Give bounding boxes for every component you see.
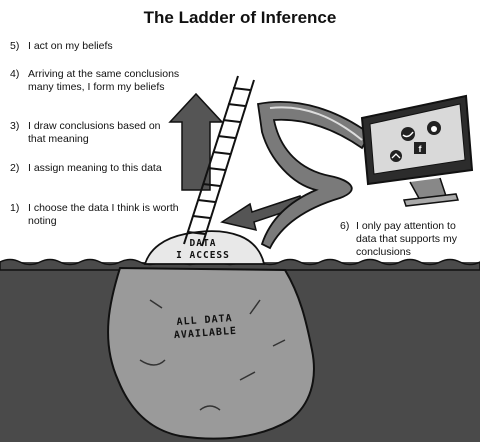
diagram-title: The Ladder of Inference	[143, 8, 337, 27]
reddit-icon	[427, 121, 441, 135]
facebook-icon: f	[414, 142, 426, 154]
data-accessed-label: DATA I ACCESS	[163, 238, 243, 262]
step-3-number: 3)	[10, 120, 20, 132]
step-3-text: I draw conclusions based on that meaning	[28, 120, 161, 145]
ice-mound	[143, 230, 266, 265]
data-label-line2: I ACCESS	[176, 250, 230, 261]
step-1-text: I choose the data I think is worth notin…	[28, 202, 179, 227]
step-2-text: I assign meaning to this data	[28, 162, 162, 174]
step-1-number: 1)	[10, 202, 20, 214]
share-icon	[390, 150, 402, 162]
step-4-number: 4)	[10, 68, 20, 80]
svg-text:f: f	[419, 144, 423, 154]
ladder	[183, 75, 255, 247]
step-5-number: 5)	[10, 40, 20, 52]
monitor	[360, 94, 474, 207]
step-6-text: I only pay attention to data that suppor…	[356, 220, 457, 258]
data-label-line1: DATA	[189, 238, 217, 249]
step-2-number: 2)	[10, 162, 20, 174]
step-6-number: 6)	[340, 220, 350, 232]
twitter-icon	[401, 127, 415, 141]
submerged-rock	[107, 266, 315, 440]
step-5-text: I act on my beliefs	[28, 40, 113, 52]
step-4-text: Arriving at the same conclusions many ti…	[28, 68, 180, 93]
